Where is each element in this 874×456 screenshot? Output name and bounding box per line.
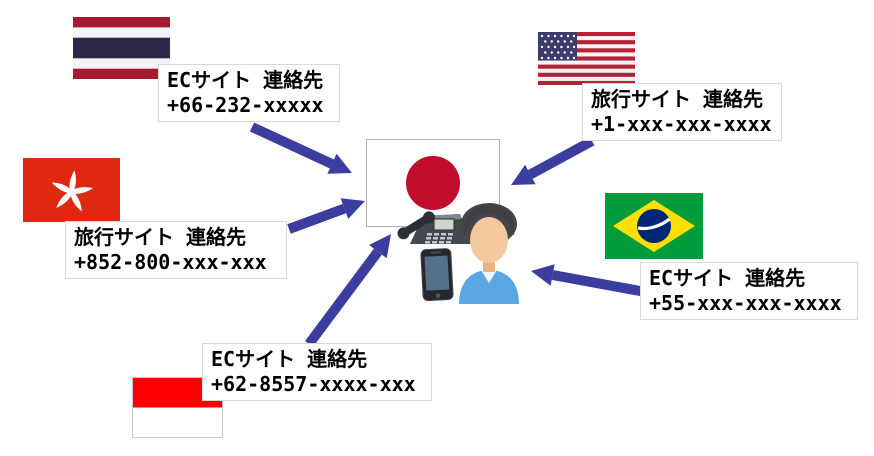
hongkong-flag-icon	[23, 158, 120, 222]
label-indonesia-contact: ECサイト 連絡先 +62-8557-xxxx-xxx	[202, 343, 432, 401]
person-shirt	[459, 270, 519, 304]
arrow-from-brazil	[531, 264, 652, 298]
thailand-stripe-red-bottom	[73, 68, 170, 79]
smartphone-body	[420, 248, 454, 302]
label-thailand-line2: +66-232-xxxxx	[167, 93, 324, 117]
smartphone-speaker	[430, 251, 441, 254]
arrow-from-hongkong	[287, 198, 365, 234]
label-usa-contact: 旅行サイト 連絡先 +1-xxx-xxx-xxxx	[582, 83, 782, 141]
label-thailand-line1: ECサイト 連絡先	[167, 68, 324, 92]
desk-phone-icon	[397, 211, 472, 244]
usa-stars	[540, 34, 576, 60]
label-indonesia-line2: +62-8557-xxxx-xxx	[211, 372, 416, 396]
smartphone-icon	[420, 248, 454, 302]
label-thailand-contact: ECサイト 連絡先 +66-232-xxxxx	[158, 64, 340, 122]
thailand-flag-icon	[73, 17, 170, 79]
thailand-stripe-red-top	[73, 17, 170, 28]
smartphone-screen	[424, 255, 450, 291]
usa-flag-icon	[538, 32, 635, 85]
label-usa-line1: 旅行サイト 連絡先	[591, 87, 764, 111]
arrow-from-usa	[511, 136, 595, 185]
label-hongkong-line1: 旅行サイト 連絡先	[74, 225, 247, 249]
brazil-flag-icon	[605, 193, 703, 259]
label-brazil-line1: ECサイト 連絡先	[649, 266, 806, 290]
label-brazil-contact: ECサイト 連絡先 +55-xxx-xxx-xxxx	[640, 262, 858, 320]
person-face	[470, 217, 508, 263]
label-usa-line2: +1-xxx-xxx-xxxx	[591, 112, 772, 136]
person-icon	[459, 203, 519, 304]
usa-red-stripes	[538, 32, 635, 85]
label-hongkong-contact: 旅行サイト 連絡先 +852-800-xxx-xxx	[65, 221, 287, 279]
arrow-from-indonesia	[304, 234, 391, 347]
smartphone-button	[435, 293, 441, 298]
person-collar	[481, 270, 497, 283]
phone-keypad	[425, 233, 453, 244]
phone-handset	[397, 211, 435, 240]
bauhinia-flower	[51, 170, 94, 212]
label-indonesia-line1: ECサイト 連絡先	[211, 347, 368, 371]
brazil-band	[637, 217, 671, 231]
label-brazil-line2: +55-xxx-xxx-xxxx	[649, 291, 842, 315]
phone-screen	[433, 218, 455, 231]
person-hair-front	[463, 205, 515, 236]
usa-canton	[538, 32, 577, 61]
label-hongkong-line2: +852-800-xxx-xxx	[74, 250, 267, 274]
arrow-from-thailand	[249, 122, 352, 174]
thailand-stripe-navy	[73, 37, 170, 59]
japan-sun-disc	[406, 156, 460, 210]
